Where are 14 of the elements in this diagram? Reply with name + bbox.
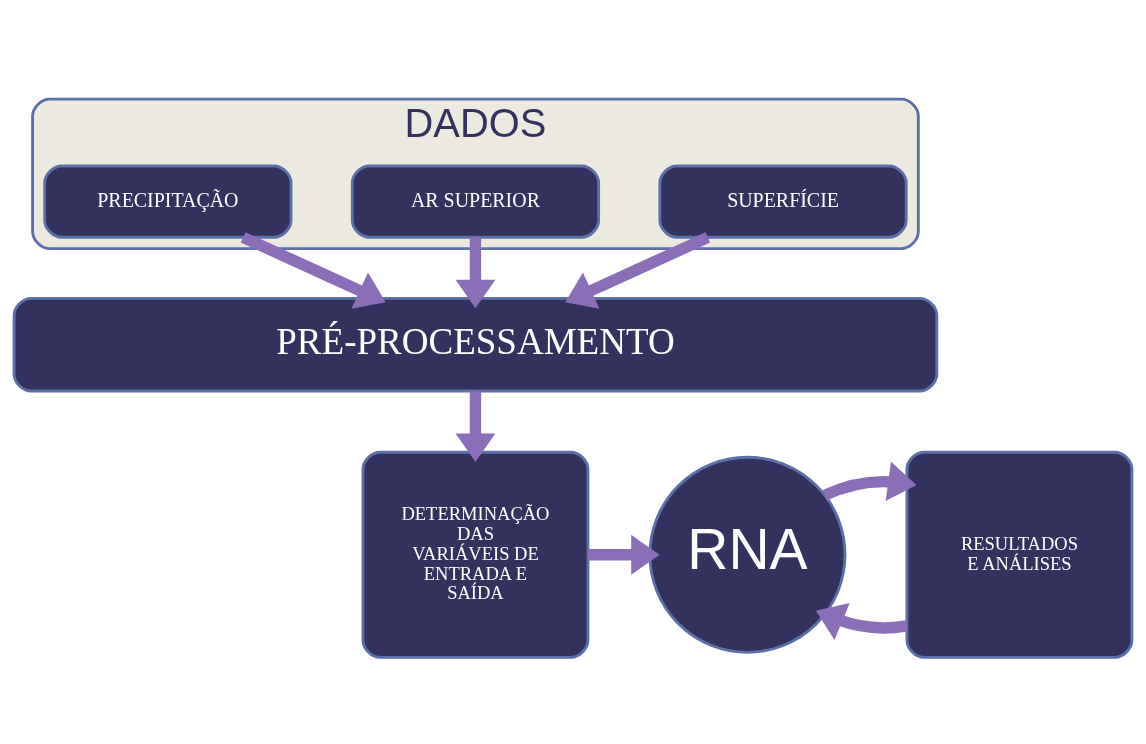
arrow [588, 534, 660, 575]
arrow [565, 231, 711, 309]
node-circle: RNA [648, 455, 847, 654]
arrow [455, 390, 496, 462]
node-box: DETERMINAÇÃO DAS VARIÁVEIS DE ENTRADA E SAÍDA [361, 450, 590, 659]
node-box: SUPERFÍCIE [658, 164, 908, 239]
node-box: PRECIPITAÇÃO [43, 164, 293, 239]
arrow [815, 602, 908, 640]
arrow [240, 231, 386, 309]
node-box: PRÉ-PROCESSAMENTO [12, 296, 939, 392]
node-box: AR SUPERIOR [350, 164, 601, 239]
node-box: RESULTADOS E ANÁLISES [905, 450, 1134, 659]
arrow [822, 461, 917, 501]
arrow [455, 236, 496, 308]
